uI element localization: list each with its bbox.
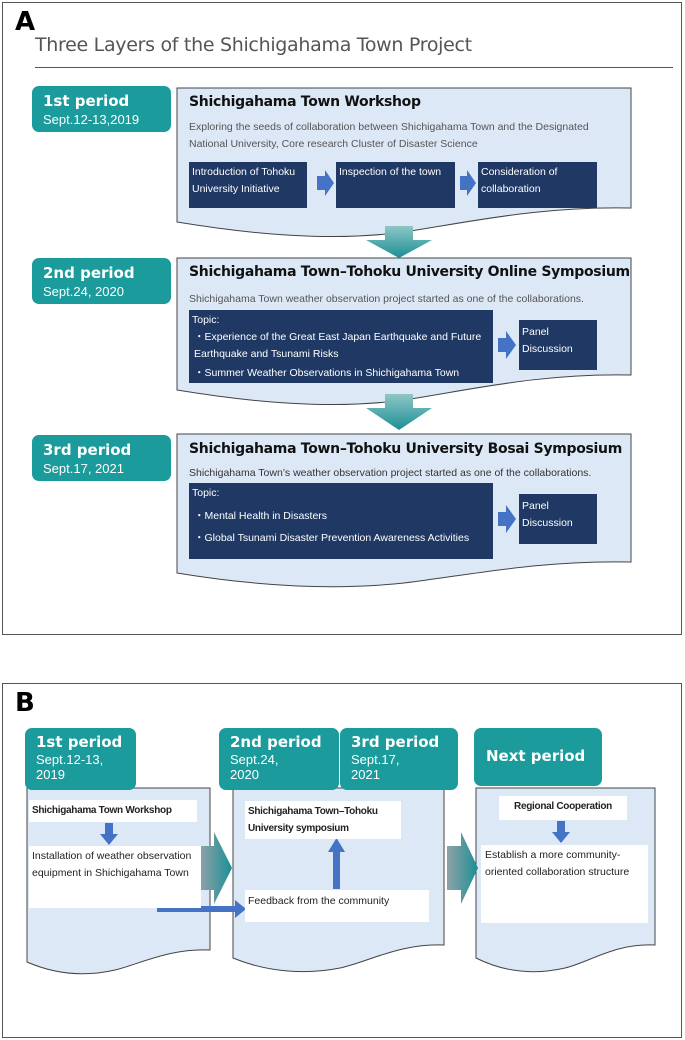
step-box-3: Consideration of collaboration bbox=[478, 162, 597, 208]
period-label: 1st period bbox=[43, 92, 130, 110]
period-date: Sept.17, 2021 bbox=[43, 461, 124, 476]
panel-discussion-box-3: Panel Discussion bbox=[519, 494, 597, 544]
b-right-arrow-1 bbox=[200, 832, 232, 904]
b-doc1-heading: Shichigahama Town Workshop bbox=[29, 800, 197, 822]
b-down-arrow-1 bbox=[100, 823, 118, 845]
b-doc2-heading: Shichigahama Town–Tohoku University symp… bbox=[245, 801, 401, 839]
period-label: 3rd period bbox=[43, 441, 132, 459]
b-tab-2: 2nd period Sept.24, 2020 bbox=[219, 728, 339, 790]
panel-b bbox=[2, 683, 682, 1038]
b-up-arrow-2 bbox=[328, 838, 345, 889]
panel-a-letter: A bbox=[15, 7, 36, 37]
b-down-arrow-3 bbox=[552, 821, 570, 843]
panel-b-letter: B bbox=[15, 688, 35, 718]
down-arrow-1 bbox=[366, 226, 432, 258]
period-description-1: Exploring the seeds of collaboration bet… bbox=[189, 121, 589, 150]
period-description-2: Shichigahama Town weather observation pr… bbox=[189, 293, 584, 305]
period-badge-2: 2nd period Sept.24, 2020 bbox=[32, 258, 171, 304]
period-heading-2: Shichigahama Town–Tohoku University Onli… bbox=[189, 264, 630, 280]
title-rule bbox=[35, 67, 673, 68]
step-arrow-2 bbox=[460, 170, 476, 196]
topic-label: Topic: bbox=[192, 487, 220, 499]
b-doc3-heading: Regional Cooperation bbox=[499, 796, 627, 820]
topic-box-2: Topic: ・Experience of the Great East Jap… bbox=[189, 310, 493, 383]
b-tab-1: 1st period Sept.12-13, 2019 bbox=[25, 728, 136, 790]
topic-item: ・Summer Weather Observations in Shichiga… bbox=[194, 367, 460, 379]
topic-box-3: Topic: ・Mental Health in Disasters ・Glob… bbox=[189, 483, 493, 559]
b-feedback-arrow bbox=[157, 900, 246, 918]
b-tab-4: Next period bbox=[474, 728, 602, 786]
period-description-3: Shichigahama Town’s weather observation … bbox=[189, 467, 592, 479]
b-doc1-body: Installation of weather observation equi… bbox=[29, 846, 201, 908]
tab-date: Sept.17, 2021 bbox=[351, 752, 400, 782]
tab-label: 2nd period bbox=[230, 733, 322, 751]
panel-a-title: Three Layers of the Shichigahama Town Pr… bbox=[35, 34, 472, 56]
tab-label: 3rd period bbox=[351, 733, 440, 751]
step-box-2: Inspection of the town bbox=[336, 162, 455, 208]
topic-item: ・Mental Health in Disasters bbox=[194, 510, 328, 522]
step-box-1: Introduction of Tohoku University Initia… bbox=[189, 162, 307, 208]
panel-arrow-2 bbox=[498, 331, 516, 359]
period-date: Sept.24, 2020 bbox=[43, 284, 124, 299]
tab-date: Sept.12-13, 2019 bbox=[36, 752, 104, 782]
topic-item: ・Global Tsunami Disaster Prevention Awar… bbox=[194, 532, 470, 544]
b-doc2-body: Feedback from the community bbox=[245, 890, 429, 922]
period-label: 2nd period bbox=[43, 264, 135, 282]
panel-arrow-3 bbox=[498, 505, 516, 533]
topic-item: ・Experience of the Great East Japan Eart… bbox=[194, 331, 482, 360]
period-badge-3: 3rd period Sept.17, 2021 bbox=[32, 435, 171, 481]
topic-label: Topic: bbox=[192, 314, 220, 326]
panel-discussion-box-2: Panel Discussion bbox=[519, 320, 597, 370]
tab-label: 1st period bbox=[36, 733, 123, 751]
b-tab-3: 3rd period Sept.17, 2021 bbox=[340, 728, 458, 790]
tab-date: Sept.24, 2020 bbox=[230, 752, 279, 782]
down-arrow-2 bbox=[366, 394, 432, 430]
step-arrow-1 bbox=[317, 170, 334, 196]
period-heading-3: Shichigahama Town–Tohoku University Bosa… bbox=[189, 441, 623, 457]
period-date: Sept.12-13,2019 bbox=[43, 112, 140, 127]
period-badge-1: 1st period Sept.12-13,2019 bbox=[32, 86, 171, 132]
period-heading-1: Shichigahama Town Workshop bbox=[189, 94, 421, 110]
tab-label: Next period bbox=[486, 747, 586, 765]
b-doc3-body: Establish a more community-oriented coll… bbox=[481, 845, 648, 923]
b-right-arrow-2 bbox=[447, 832, 478, 904]
